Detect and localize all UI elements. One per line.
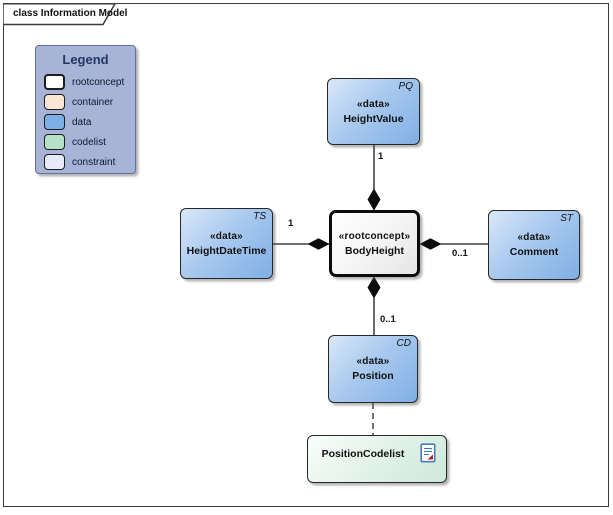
legend-item-label: constraint bbox=[72, 156, 116, 168]
rootconcept-swatch-icon bbox=[44, 74, 65, 90]
node-type-tag: ST bbox=[560, 213, 573, 224]
legend-item-codelist: codelist bbox=[44, 132, 135, 152]
legend-item-constraint: constraint bbox=[44, 152, 135, 172]
node-name: PositionCodelist bbox=[321, 448, 405, 460]
node-name: BodyHeight bbox=[345, 244, 404, 257]
legend-panel: Legend rootconcept container data codeli… bbox=[35, 45, 136, 174]
legend-item-label: codelist bbox=[72, 136, 106, 148]
node-name: Comment bbox=[509, 246, 559, 258]
frame-tab-shape bbox=[2, 3, 117, 26]
legend-item-container: container bbox=[44, 92, 135, 112]
node-heightdatetime[interactable]: TS «data» HeightDateTime bbox=[180, 208, 273, 279]
multiplicity-label: 1 bbox=[378, 151, 384, 162]
diagram-frame bbox=[3, 3, 609, 507]
codelist-document-icon bbox=[420, 443, 437, 467]
node-stereotype: «data» bbox=[356, 356, 390, 367]
node-name: HeightDateTime bbox=[186, 244, 267, 257]
legend-title: Legend bbox=[62, 52, 109, 67]
legend-item-label: data bbox=[72, 116, 92, 128]
data-swatch-icon bbox=[44, 114, 65, 130]
node-body: «data» Position bbox=[329, 336, 417, 402]
codelist-swatch-icon bbox=[44, 134, 65, 150]
legend-item-label: rootconcept bbox=[72, 76, 125, 88]
container-swatch-icon bbox=[44, 94, 65, 110]
node-body: «data» HeightValue bbox=[328, 79, 419, 144]
node-type-tag: CD bbox=[396, 338, 411, 349]
multiplicity-label: 0..1 bbox=[452, 248, 468, 259]
node-positioncodelist[interactable]: PositionCodelist bbox=[307, 435, 447, 483]
node-stereotype: «data» bbox=[517, 232, 551, 243]
legend-item-data: data bbox=[44, 112, 135, 132]
node-stereotype: «data» bbox=[357, 98, 390, 110]
composition-diamond-icon bbox=[367, 188, 381, 211]
diagram-title: class Information Model bbox=[13, 8, 128, 19]
multiplicity-label: 1 bbox=[288, 218, 294, 229]
node-stereotype: «rootconcept» bbox=[338, 230, 411, 242]
node-type-tag: PQ bbox=[398, 81, 413, 92]
legend-item-label: container bbox=[72, 96, 114, 108]
node-stereotype: «data» bbox=[210, 230, 243, 242]
diagram-frame-tab: class Information Model bbox=[2, 3, 127, 26]
legend-item-rootconcept: rootconcept bbox=[44, 72, 135, 92]
node-type-tag: TS bbox=[253, 211, 266, 222]
node-body: «data» HeightDateTime bbox=[181, 209, 272, 278]
composition-diamond-icon bbox=[419, 238, 442, 250]
node-body: «rootconcept» BodyHeight bbox=[332, 213, 417, 274]
multiplicity-label: 0..1 bbox=[380, 314, 396, 325]
node-position[interactable]: CD «data» Position bbox=[328, 335, 418, 403]
node-name: HeightValue bbox=[343, 112, 404, 125]
node-bodyheight[interactable]: «rootconcept» BodyHeight bbox=[329, 210, 420, 277]
node-heightvalue[interactable]: PQ «data» HeightValue bbox=[327, 78, 420, 145]
node-comment[interactable]: ST «data» Comment bbox=[488, 210, 580, 280]
node-body: «data» Comment bbox=[489, 211, 579, 279]
composition-diamond-icon bbox=[367, 276, 381, 299]
node-name: Position bbox=[352, 370, 394, 382]
constraint-swatch-icon bbox=[44, 154, 65, 170]
composition-diamond-icon bbox=[307, 238, 330, 250]
